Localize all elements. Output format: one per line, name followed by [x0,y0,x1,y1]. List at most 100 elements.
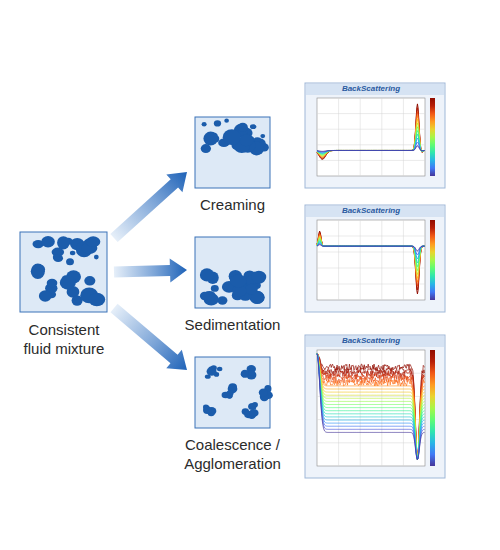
sample-frame [195,237,270,308]
chart-title-bar [306,84,444,95]
block-arrow [110,172,187,242]
scattering-curve [317,115,425,157]
sample-state: Coalescence / Agglomeration [177,357,288,473]
scattering-curve [317,354,425,460]
droplet [202,122,207,126]
droplet [203,132,217,146]
scattering-curve [317,354,425,460]
scattering-curve [317,231,425,294]
backscattering-chart [305,83,445,188]
droplet [217,296,227,304]
droplet [211,285,219,292]
droplet [230,275,247,288]
sample-box [20,232,107,312]
chart-panel: BackScattering [315,83,427,94]
grid-line [317,396,425,397]
scattering-curve [317,354,425,460]
droplet [249,409,259,417]
block-arrow [110,304,187,370]
scattering-curve [317,354,425,460]
block-arrow [114,258,187,282]
droplet [223,284,229,289]
droplet [248,371,254,376]
sample-frame [20,232,107,312]
grid-line [317,284,425,285]
sample-box [195,357,273,428]
state-label: Coalescence / Agglomeration [177,435,288,473]
scattering-curve [317,234,425,287]
state-label: Creaming [177,195,288,214]
droplet [248,403,256,410]
chart-frame [305,205,445,312]
grid-line [317,144,425,145]
grid-line [381,220,382,300]
scattering-curve [317,127,425,155]
droplet [53,254,60,260]
chart-frame [305,335,445,478]
grid-line [317,236,425,237]
droplet [245,284,258,295]
scattering-curve [317,239,425,271]
grid-line [317,268,425,269]
scattering-curve [317,104,425,159]
droplet [41,236,55,248]
droplet [94,255,99,260]
backscattering-chart [305,205,445,312]
scattering-curve [317,354,425,460]
sample-state: Consistent fluid mixture [18,232,110,358]
scattering-curve [317,146,425,152]
scattering-curve [317,232,425,290]
chart-title: BackScattering [315,335,427,346]
droplet [86,236,100,247]
scattering-curve [317,245,425,251]
color-scale [430,98,435,176]
state-label: Consistent fluid mixture [18,320,110,358]
chart-panel: BackScattering [315,335,427,346]
droplet [223,129,241,145]
droplet [250,124,256,129]
grid-line [317,129,425,130]
scattering-curve [317,354,425,460]
scattering-curve [317,354,425,460]
sample-state: Creaming [177,117,288,214]
grid-line [317,252,425,253]
grid-line [403,220,404,300]
scattering-curve [317,354,425,460]
droplet [75,296,81,302]
color-scale [430,350,435,466]
scattering-curve [317,354,425,460]
droplet [238,123,248,132]
scattering-curve [317,123,425,156]
droplet [207,367,217,375]
scattering-curve [317,354,425,460]
droplet [31,264,45,279]
scattering-curve [317,354,425,460]
droplet [200,292,209,300]
scattering-curve [317,354,425,460]
scattering-curve [317,243,425,254]
scattering-curve [317,131,425,155]
droplet [217,367,222,371]
scattering-curve [317,142,425,152]
scattering-curve [317,134,425,153]
chart-title-bar [306,336,444,347]
droplet [57,236,70,249]
droplet [251,271,266,284]
scattering-curve [317,119,425,156]
plot-area [317,350,425,466]
scattering-curve [317,108,425,159]
scattering-curve [317,242,425,259]
scattering-curve [317,354,425,460]
plot-area [317,220,425,300]
droplet [224,119,229,123]
chart-title-bar [306,206,444,217]
droplet [214,120,221,126]
droplet [60,276,76,290]
chart-frame [305,83,445,188]
grid-line [317,160,425,161]
droplet [84,276,95,285]
plot-area [317,98,425,176]
scattering-curve [317,354,425,460]
droplet [259,388,268,396]
grid-line [360,220,361,300]
